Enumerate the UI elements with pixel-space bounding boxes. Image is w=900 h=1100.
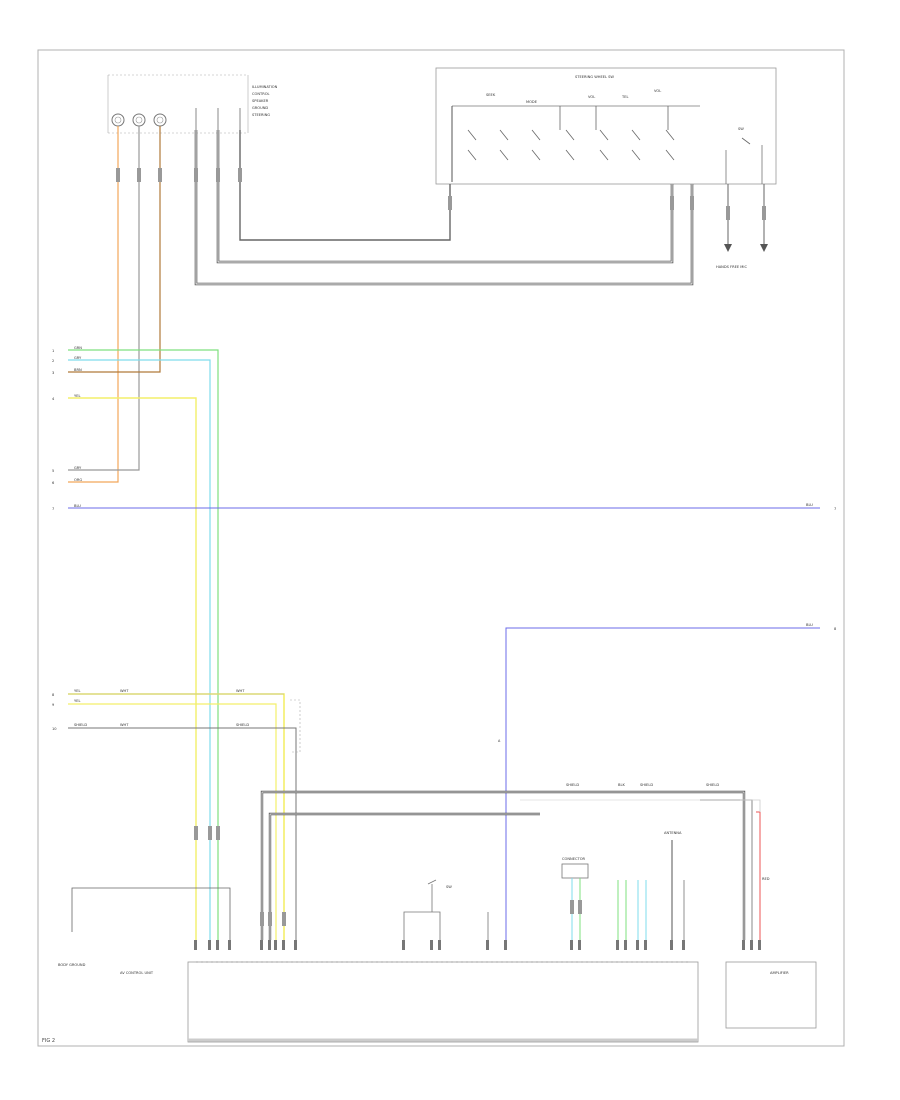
steering-switch-panel: STEERING WHEEL SW SEEK MODE VOL TEL VOL … bbox=[435, 67, 777, 185]
wire-label-yellow-2: YEL bbox=[74, 689, 80, 693]
wire-label-grey-2: GRY bbox=[74, 466, 82, 470]
wire-label-green: GRN bbox=[74, 346, 82, 350]
wire-label-grey: GRY bbox=[74, 356, 82, 360]
center-conn-label: CONNECTOR bbox=[562, 857, 586, 861]
center-sw-label: SW bbox=[446, 885, 452, 889]
wire-label-blue-right-2: BLU bbox=[806, 623, 813, 627]
svg-text:4: 4 bbox=[52, 397, 55, 401]
wire-label-shield-2: SHIELD bbox=[236, 723, 249, 727]
footer-code: FIG 2 bbox=[42, 1038, 55, 1044]
svg-text:7: 7 bbox=[52, 507, 54, 511]
wire-label-blk: BLK bbox=[618, 783, 625, 787]
left-ground: BODY GROUND bbox=[58, 887, 231, 967]
signal-wires bbox=[68, 349, 219, 940]
wire-label-white: WHT bbox=[120, 689, 129, 693]
legend-line-3: SPEAKER bbox=[252, 99, 269, 103]
switch-name-4: TEL bbox=[621, 95, 628, 99]
svg-text:2: 2 bbox=[52, 359, 54, 363]
svg-text:1: 1 bbox=[52, 349, 54, 353]
legend-line-2: CONTROL bbox=[252, 92, 270, 96]
wire-label-yellow-3: YEL bbox=[74, 699, 80, 703]
svg-text:3: 3 bbox=[52, 371, 54, 375]
wire-label-red: RED bbox=[762, 877, 770, 881]
wire-label-blue: BLU bbox=[74, 504, 81, 508]
svg-text:9: 9 bbox=[52, 703, 55, 707]
diagram-frame bbox=[37, 49, 845, 1047]
legend-line-4: GROUND bbox=[252, 106, 268, 110]
legend-line-5: STEERING bbox=[252, 113, 270, 117]
speaker-terminal-icon bbox=[153, 113, 167, 127]
switch-name-5: VOL bbox=[654, 89, 661, 93]
module-terminal-pins bbox=[194, 940, 761, 950]
blue-wires: BLU 7 BLU 8 A bbox=[68, 503, 837, 940]
center-antenna-label: ANTENNA bbox=[664, 831, 682, 835]
right-sw-label: SW bbox=[738, 127, 744, 131]
top-left-connector: ILLUMINATION CONTROL SPEAKER GROUND STEE… bbox=[107, 74, 278, 134]
wire-label-yellow: YEL bbox=[74, 394, 80, 398]
left-ground-label: BODY GROUND bbox=[58, 963, 86, 967]
wire-label-shield-3: SHIELD bbox=[566, 783, 579, 787]
speaker-wires bbox=[68, 126, 161, 483]
hands-free-mic-label: HANDS FREE MIC bbox=[716, 265, 747, 269]
speaker-terminal-icon bbox=[111, 113, 125, 127]
av-control-unit: AV CONTROL UNIT bbox=[120, 961, 699, 1043]
wire-label-brown: BRN bbox=[74, 368, 82, 372]
amplifier-module: AMPLIFIER bbox=[725, 961, 817, 1029]
svg-text:8: 8 bbox=[52, 693, 55, 697]
wire-label-orange: ORG bbox=[74, 478, 82, 482]
wire-tag-markers bbox=[116, 168, 766, 926]
svg-text:7: 7 bbox=[834, 507, 836, 511]
switch-name-3: VOL bbox=[588, 95, 595, 99]
blue-connector-label: A bbox=[498, 739, 501, 743]
svg-text:5: 5 bbox=[52, 469, 54, 473]
svg-text:10: 10 bbox=[52, 727, 57, 731]
wire-label-shield: SHIELD bbox=[74, 723, 87, 727]
amplifier-label: AMPLIFIER bbox=[770, 971, 789, 975]
hands-free-mic: HANDS FREE MIC bbox=[716, 184, 768, 269]
top-harness-wires bbox=[194, 130, 694, 286]
legend-line-1: ILLUMINATION bbox=[252, 85, 278, 89]
wire-label-shield-4: SHIELD bbox=[640, 783, 653, 787]
speaker-terminal-icon bbox=[132, 113, 146, 127]
wire-label-shield-5: SHIELD bbox=[706, 783, 719, 787]
switch-panel-title: STEERING WHEEL SW bbox=[575, 75, 614, 79]
svg-text:6: 6 bbox=[52, 481, 55, 485]
wire-label-blue-right: BLU bbox=[806, 503, 813, 507]
av-control-unit-label: AV CONTROL UNIT bbox=[120, 971, 154, 975]
left-connector-pins: 1 2 3 4 5 6 7 8 9 10 GRN GRY BRN YEL GRY… bbox=[52, 346, 82, 731]
wire-label-white-3: WHT bbox=[236, 689, 245, 693]
shield-wire-group: YEL YEL SHIELD WHT WHT WHT SHIELD bbox=[68, 689, 301, 940]
switch-name-1: SEEK bbox=[486, 93, 496, 97]
wire-label-white-2: WHT bbox=[120, 723, 129, 727]
center-components: SW CONNECTOR ANTENNA bbox=[403, 831, 685, 940]
svg-text:8: 8 bbox=[834, 627, 837, 631]
lower-harness-wires: SHIELD BLK SHIELD SHIELD RED bbox=[260, 783, 770, 940]
switch-name-2: MODE bbox=[526, 100, 538, 104]
